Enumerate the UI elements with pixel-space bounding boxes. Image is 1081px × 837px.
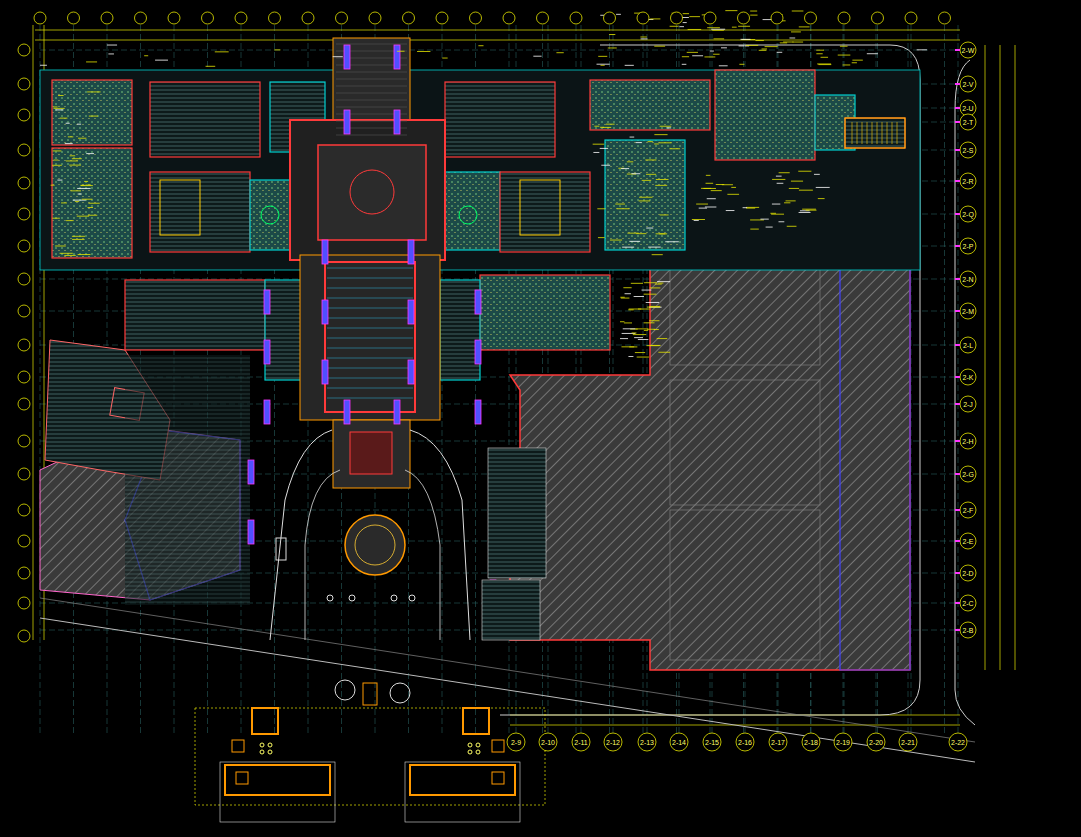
grid-label: 2-R xyxy=(962,178,973,185)
grid-label: 2-20 xyxy=(869,739,883,746)
grid-label: 2-F xyxy=(963,507,974,514)
grid-label: 2-E xyxy=(963,538,974,545)
grid-label: 2-D xyxy=(962,570,973,577)
grid-label: 2-P xyxy=(963,243,974,250)
grid-label: 2-22 xyxy=(951,739,965,746)
grid-label: 2-10 xyxy=(541,739,555,746)
plan-drawing xyxy=(18,11,1015,822)
grid-label: 2-17 xyxy=(771,739,785,746)
grid-label: 2-M xyxy=(962,308,974,315)
grid-label: 2-C xyxy=(962,600,973,607)
grid-label: 2-H xyxy=(962,438,973,445)
grid-label: 2-B xyxy=(963,627,974,634)
grid-label: 2-13 xyxy=(640,739,654,746)
grid-label: 2-9 xyxy=(511,739,521,746)
grid-label: 2-U xyxy=(962,105,973,112)
grid-label: 2-Q xyxy=(962,211,974,218)
grid-label: 2-15 xyxy=(705,739,719,746)
grid-label: 2-11 xyxy=(574,739,588,746)
grid-label: 2-14 xyxy=(672,739,686,746)
grid-label: 2-21 xyxy=(901,739,915,746)
grid-label: 2-K xyxy=(963,374,974,381)
grid-label: 2-S xyxy=(963,147,974,154)
grid-label: 2-T xyxy=(963,119,974,126)
grid-label: 2-J xyxy=(963,401,973,408)
grid-label: 2-12 xyxy=(606,739,620,746)
grid-label: 2-18 xyxy=(804,739,818,746)
grid-label: 2-L xyxy=(963,342,973,349)
grid-label: 2-V xyxy=(963,81,974,88)
grid-label: 2-W xyxy=(962,47,975,54)
grid-label: 2-16 xyxy=(738,739,752,746)
grid-label: 2-N xyxy=(962,276,973,283)
grid-label: 2-19 xyxy=(836,739,850,746)
grid-label: 2-G xyxy=(962,471,974,478)
